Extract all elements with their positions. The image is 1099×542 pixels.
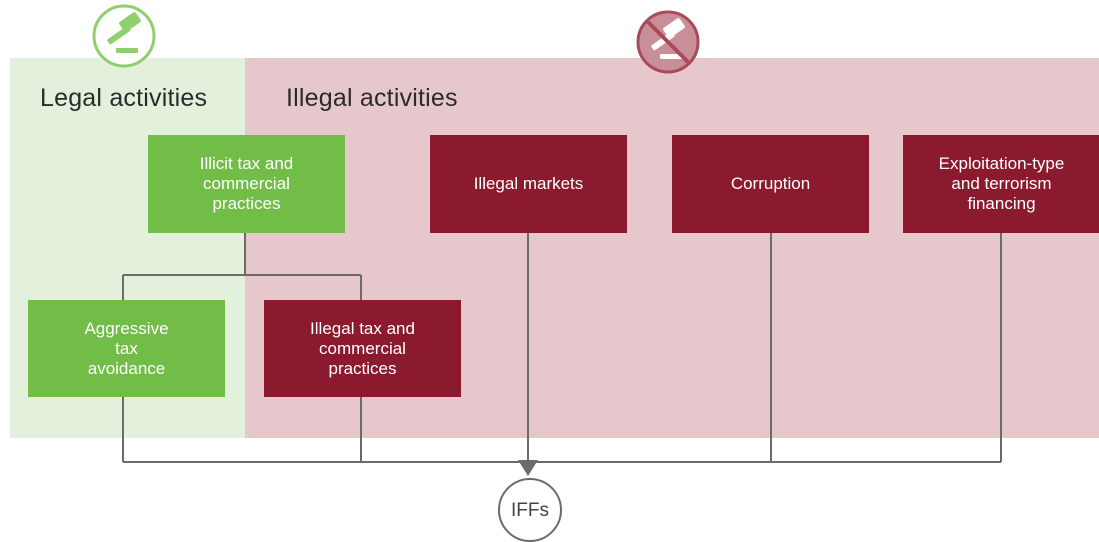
illegal-markets-box: Illegal markets — [430, 135, 627, 233]
corruption-box: Corruption — [672, 135, 869, 233]
corruption-label: Corruption — [730, 174, 811, 193]
aggressive-tax-box: Aggressive tax avoidance — [28, 300, 225, 397]
gavel-icon — [92, 4, 156, 68]
exploitation-label: Exploitation-type and terrorism financin… — [938, 154, 1065, 213]
illegal-tax-box: Illegal tax and commercial practices — [264, 300, 461, 397]
iffs-label: IFFs — [511, 500, 549, 521]
illegal-tax-label: Illegal tax and commercial practices — [310, 318, 415, 378]
aggressive-tax-label: Aggressive tax avoidance — [84, 318, 169, 378]
arrowhead — [518, 460, 538, 476]
illicit-tax-label: Illicit tax and commercial practices — [199, 154, 294, 213]
illegal-markets-label: Illegal markets — [473, 174, 584, 193]
iffs-circle — [498, 478, 562, 542]
illicit-tax-box: Illicit tax and commercial practices — [148, 135, 345, 233]
legal-activities-heading: Legal activities — [40, 84, 208, 112]
prohibited-gavel-icon — [636, 10, 700, 74]
exploitation-box: Exploitation-type and terrorism financin… — [903, 135, 1099, 233]
illegal-activities-heading: Illegal activities — [286, 84, 458, 112]
